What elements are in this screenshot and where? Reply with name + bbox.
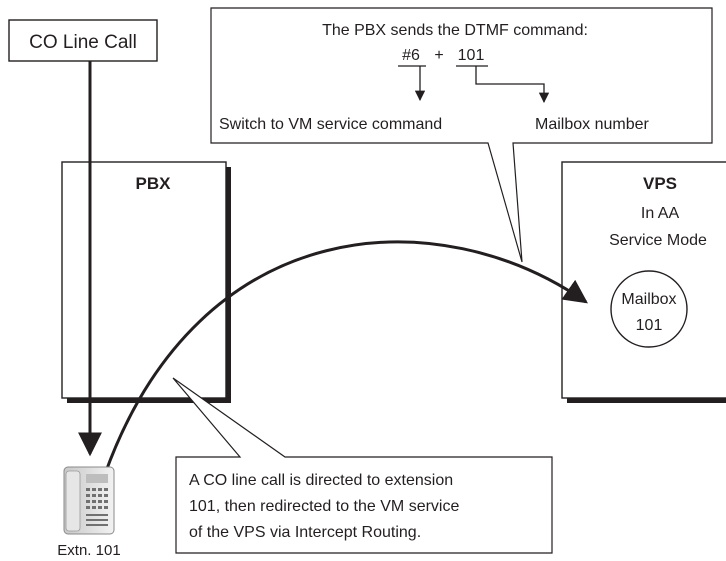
co-line-call-box: CO Line Call: [8, 19, 158, 62]
bottom-callout-line1: A CO line call is directed to extension: [189, 472, 453, 489]
mailbox-label-line2: 101: [636, 317, 663, 334]
mailbox-label-line1: Mailbox: [621, 291, 676, 308]
vps-mode-line2: Service Mode: [609, 232, 707, 249]
extension-label: Extn. 101: [57, 542, 120, 559]
co-line-call-label: CO Line Call: [29, 32, 137, 53]
mailbox-circle: Mailbox 101: [610, 270, 688, 348]
dtmf-command-plus: +: [434, 47, 443, 64]
mailbox-number-arrow: [475, 66, 550, 104]
bottom-callout: A CO line call is directed to extension …: [172, 377, 553, 554]
pbx-label: PBX: [136, 174, 172, 193]
bottom-callout-line3: of the VPS via Intercept Routing.: [189, 524, 421, 541]
dtmf-title: The PBX sends the DTMF command:: [322, 22, 588, 39]
dtmf-label-switch: Switch to VM service command: [219, 116, 442, 133]
vps-mode-line1: In AA: [641, 205, 680, 222]
dtmf-label-mailbox: Mailbox number: [535, 116, 650, 133]
pbx-box: PBX: [61, 161, 231, 403]
telephone-icon: [63, 466, 115, 535]
vps-box: VPS In AA Service Mode Mailbox 101: [561, 161, 726, 403]
redirect-arrow: [103, 240, 588, 475]
vps-label: VPS: [643, 174, 677, 193]
bottom-callout-line2: 101, then redirected to the VM service: [189, 498, 459, 515]
dtmf-command-part2: 101: [458, 47, 485, 64]
dtmf-command-part1: #6: [402, 47, 420, 64]
dtmf-callout: The PBX sends the DTMF command: #6 + 101…: [210, 7, 713, 263]
